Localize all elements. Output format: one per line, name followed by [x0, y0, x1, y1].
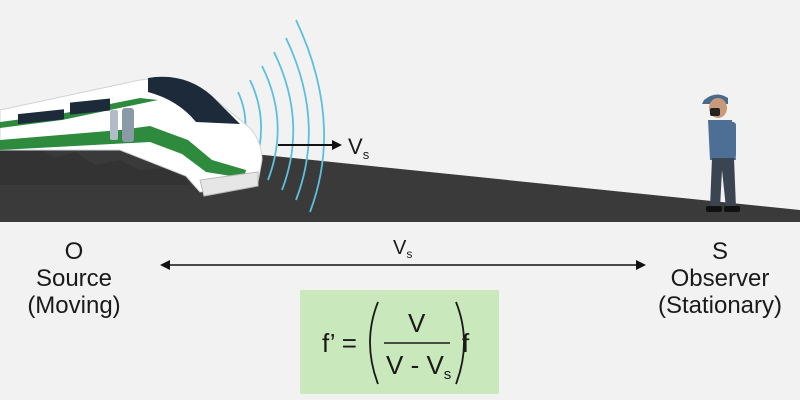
train-velocity-label: Vs: [348, 134, 370, 162]
source-state: (Moving): [27, 292, 121, 319]
train-stripe: [0, 126, 246, 178]
train-window-2: [70, 98, 110, 115]
person-arm: [728, 122, 736, 158]
train-window-1: [18, 109, 64, 125]
doppler-formula-box: f’ = V V - Vs f: [300, 290, 499, 394]
person-shoe-right: [724, 206, 740, 212]
train-cab-window: [148, 76, 240, 124]
observer-name: Observer: [670, 265, 770, 292]
person-shoe-left: [706, 206, 722, 212]
train-velocity-arrow: [278, 140, 342, 150]
formula-denominator: V - Vs: [386, 350, 452, 383]
formula-brackets: [369, 301, 465, 385]
ground-debris: [0, 140, 190, 185]
observer-label: S Observer (Stationary): [640, 238, 800, 319]
formula-rhs: f: [462, 328, 470, 358]
sound-waves: [237, 19, 325, 213]
source-label: O Source (Moving): [14, 238, 134, 319]
observer-letter: S: [711, 238, 728, 265]
person-mask: [710, 108, 720, 116]
train-door-2: [110, 110, 118, 140]
observer-person: [702, 94, 740, 212]
person-legs: [710, 158, 736, 208]
train: [0, 76, 263, 197]
formula-lhs: f’ =: [322, 328, 357, 358]
distance-velocity-label: Vs: [393, 237, 412, 261]
source-letter: O: [64, 238, 84, 265]
distance-arrow: [160, 260, 646, 270]
source-name: Source: [35, 265, 113, 292]
observer-state: (Stationary): [657, 292, 783, 319]
train-door: [122, 108, 134, 142]
formula-numerator: V: [408, 308, 426, 338]
train-nose: [199, 171, 259, 197]
